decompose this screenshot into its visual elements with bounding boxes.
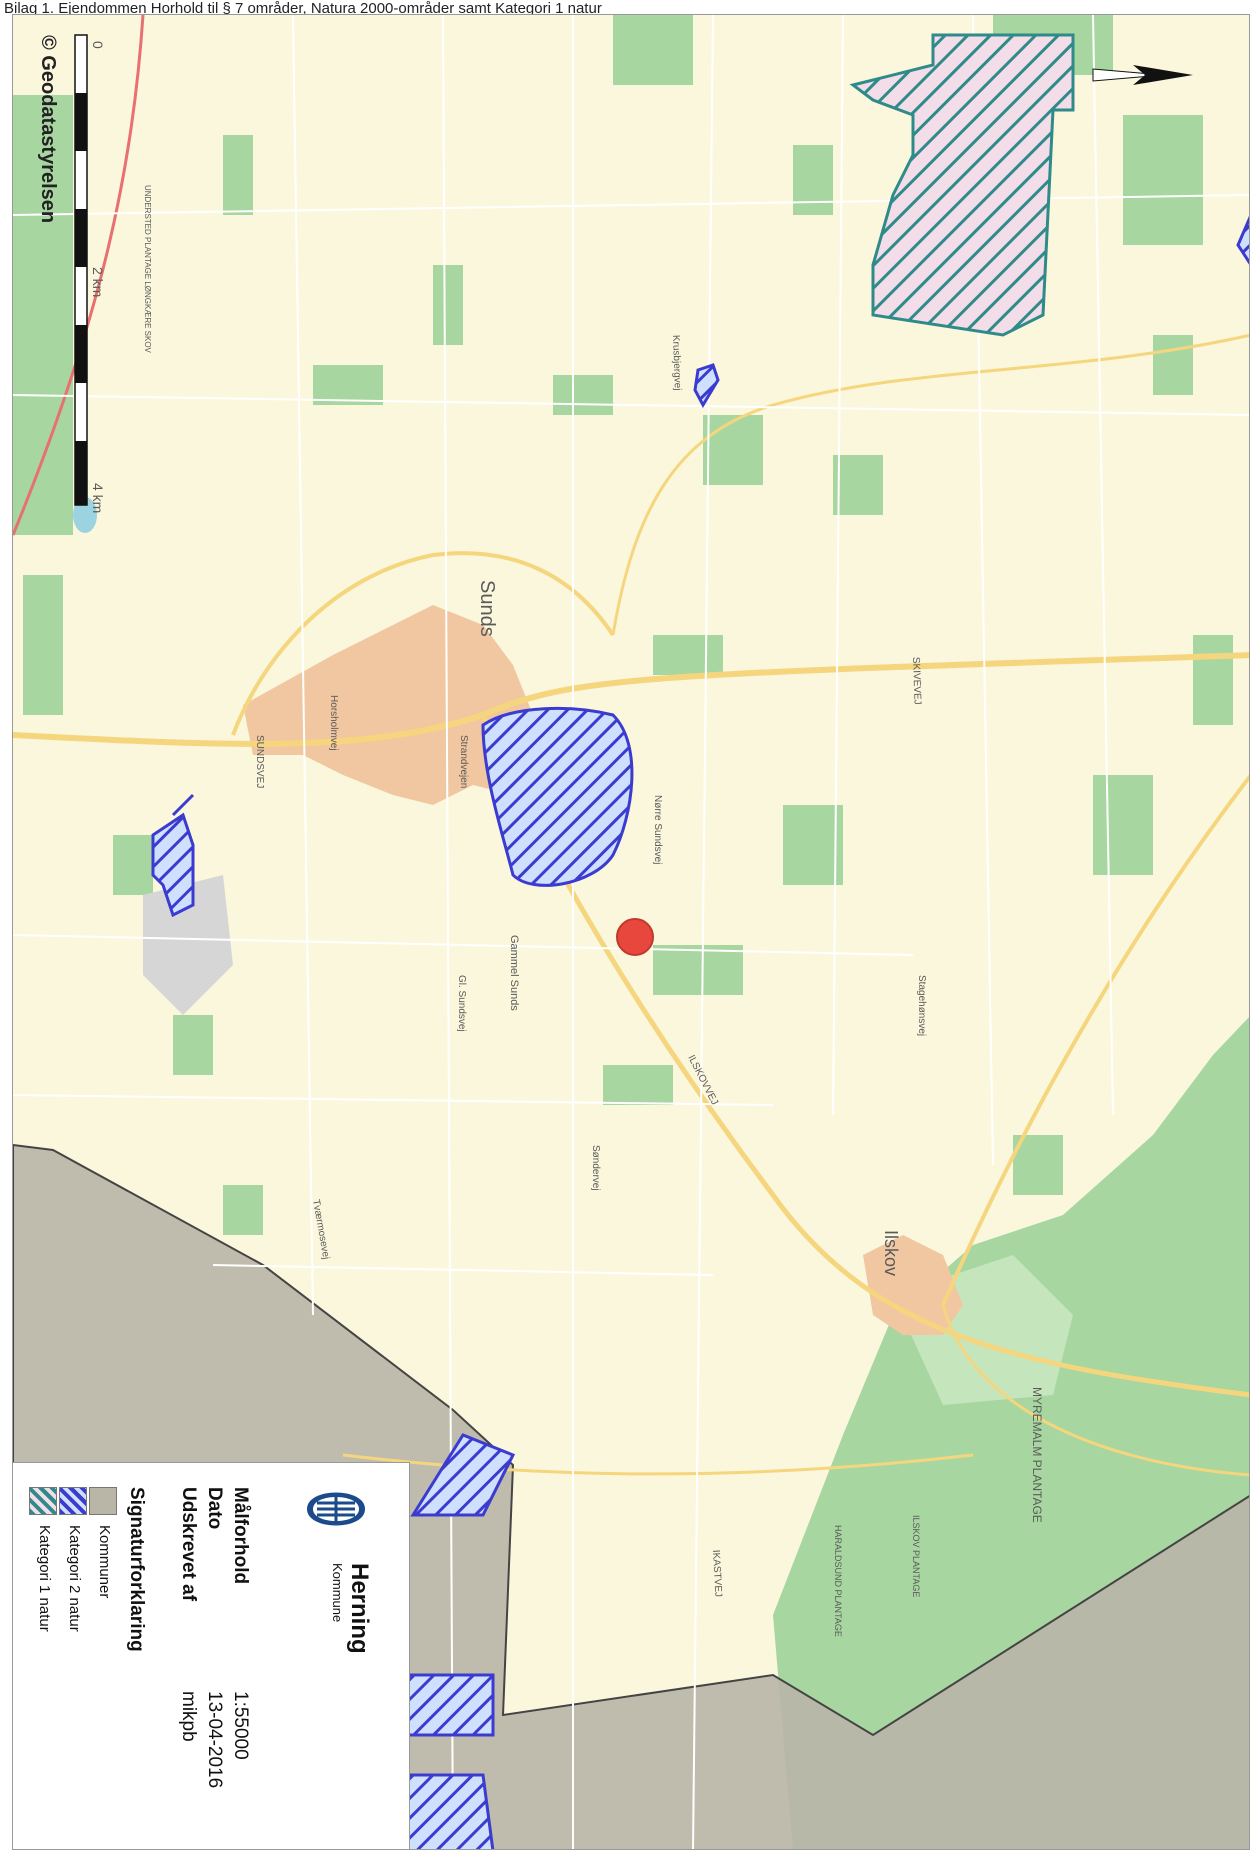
symbols-title: Signaturforklaring xyxy=(126,1487,147,1652)
place-label-myremalm: MYREMALM PLANTAGE xyxy=(1030,1387,1044,1523)
category-2-nature-areas xyxy=(151,215,1249,1849)
category-2-nature-area-spur xyxy=(171,793,195,817)
brand-sub: Kommune xyxy=(330,1563,345,1623)
north-arrow-icon xyxy=(1092,65,1193,85)
legend-item-kategori-1: Kategori 1 natur xyxy=(36,1525,53,1632)
category-1-nature-area xyxy=(849,33,1075,337)
map-view[interactable]: 0 2 km 4 km Sunds Ilskov Gammel Sunds MY… xyxy=(12,14,1250,1850)
road-label-strandvejen: Strandvejen xyxy=(458,735,469,788)
legend-swatch-kommuner xyxy=(89,1487,117,1515)
road-label-ikastvej: IKASTVEJ xyxy=(710,1550,723,1598)
legend-item-kommuner: Kommuner xyxy=(96,1525,113,1599)
legend-item-kategori-2: Kategori 2 natur xyxy=(66,1525,83,1632)
scale-label: Målforhold xyxy=(230,1487,251,1585)
place-label-ilskov-plantage: ILSKOV PLANTAGE xyxy=(911,1515,921,1597)
place-label-gammel-sunds: Gammel Sunds xyxy=(508,935,520,1011)
road-label-krusbjergvej: Krusbjergvej xyxy=(670,335,683,391)
map-caption: Bilag 1. Ejendommen Horhold til § 7 områ… xyxy=(4,0,602,17)
copyright-credit: © Geodatastyrelsen xyxy=(37,35,59,224)
road-label-nordre: Nørre Sundsvej xyxy=(652,795,663,864)
road-label-skivevej: SKIVEVEJ xyxy=(910,657,923,705)
herning-logo-icon xyxy=(307,1492,365,1526)
airport-area xyxy=(143,875,233,1015)
legend-swatch-kategori-1 xyxy=(29,1487,57,1515)
scale-value: 1:55000 xyxy=(230,1691,251,1760)
date-value: 13-04-2016 xyxy=(204,1691,225,1789)
place-label-sunds: Sunds xyxy=(476,580,498,637)
urban-areas xyxy=(243,605,963,1335)
printed-label: Udskrevet af xyxy=(178,1487,199,1602)
road-label-horsholmvej: Horsholmvej xyxy=(328,695,339,751)
lake xyxy=(73,497,97,533)
scale-tick-0: 0 xyxy=(90,41,106,49)
brand-name: Herning xyxy=(346,1563,373,1654)
road-label-gammel-sunds-vej: Gl. Sundsvej xyxy=(456,975,467,1032)
property-marker[interactable] xyxy=(616,918,654,956)
road-label-sonder: Søndervej xyxy=(590,1145,601,1191)
road-label-staghonevej: Stagehønsvej xyxy=(916,975,927,1036)
place-label-haraldsund: HARALDSUND PLANTAGE xyxy=(833,1525,843,1637)
scale-bar: 0 2 km 4 km xyxy=(74,34,106,513)
legend-panel: Herning Kommune Målforhold 1:55000 Dato … xyxy=(13,1462,410,1849)
place-label-ilskov: Ilskov xyxy=(881,1230,901,1276)
place-label-ulvskov: UNDERSTED PLANTAGE LØNGKÆRE SKOV xyxy=(143,185,152,354)
scale-tick-4km: 4 km xyxy=(90,483,106,513)
date-label: Dato xyxy=(204,1487,225,1530)
scale-tick-2km: 2 km xyxy=(90,267,106,297)
road-label-sundsvej: SUNDSVEJ xyxy=(254,735,265,788)
printed-value: mikpb xyxy=(178,1691,199,1742)
legend-swatch-kategori-2 xyxy=(59,1487,87,1515)
